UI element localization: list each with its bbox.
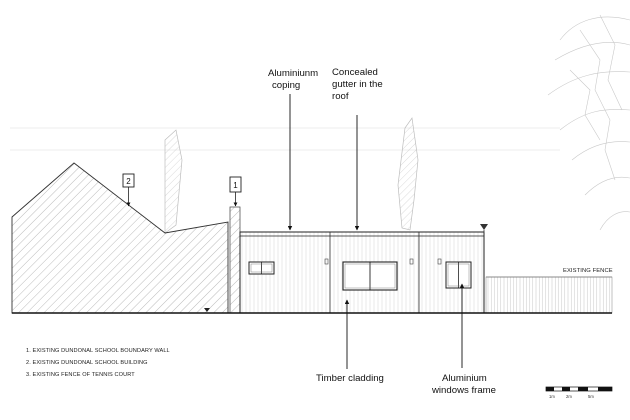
legend: 1. EXISTING DUNDONAL SCHOOL BOUNDARY WAL…: [26, 348, 170, 378]
scale-label-2: 2m: [566, 394, 572, 399]
svg-text:1: 1: [233, 181, 238, 190]
marker-boundary-wall: 1: [229, 176, 242, 207]
svg-text:windows frame: windows frame: [431, 385, 496, 396]
scale-label-1: 1m: [549, 394, 555, 399]
existing-fence-label: EXISTING FENCE: [563, 268, 613, 274]
scale-bar: 1m 2m 5m: [545, 386, 613, 399]
svg-text:Aluminium: Aluminium: [442, 373, 487, 384]
svg-text:Timber cladding: Timber cladding: [316, 373, 384, 384]
scale-label-3: 5m: [588, 394, 594, 399]
svg-text:gutter in the: gutter in the: [332, 79, 383, 90]
existing-school-building: [11, 162, 229, 314]
window-right: [445, 261, 472, 289]
annotation-cladding: Timber cladding: [316, 299, 384, 384]
boundary-wall-post: [229, 206, 241, 314]
background-chimneys: [164, 117, 419, 234]
background-tree: [547, 14, 630, 231]
background-lines: [10, 127, 560, 151]
existing-fence: [485, 276, 613, 314]
level-marker: [204, 308, 210, 312]
svg-text:coping: coping: [272, 80, 300, 91]
legend-item-2: 2. EXISTING DUNDONAL SCHOOL BUILDING: [26, 360, 148, 366]
svg-text:2: 2: [126, 177, 131, 186]
window-centre: [342, 261, 398, 291]
svg-text:Aluminiunm: Aluminiunm: [268, 68, 318, 79]
window-left: [248, 261, 275, 275]
annotation-gutter: Concealed gutter in the roof: [332, 67, 383, 231]
legend-item-3: 3. EXISTING FENCE OF TENNIS COURT: [26, 372, 135, 378]
svg-text:Concealed: Concealed: [332, 67, 378, 78]
legend-item-1: 1. EXISTING DUNDONAL SCHOOL BOUNDARY WAL…: [26, 348, 170, 354]
annotation-windows-frame: Aluminium windows frame: [431, 283, 496, 396]
svg-text:roof: roof: [332, 91, 349, 102]
annotation-coping: Aluminiunm coping: [268, 68, 318, 231]
marker-building: 2: [122, 173, 135, 207]
